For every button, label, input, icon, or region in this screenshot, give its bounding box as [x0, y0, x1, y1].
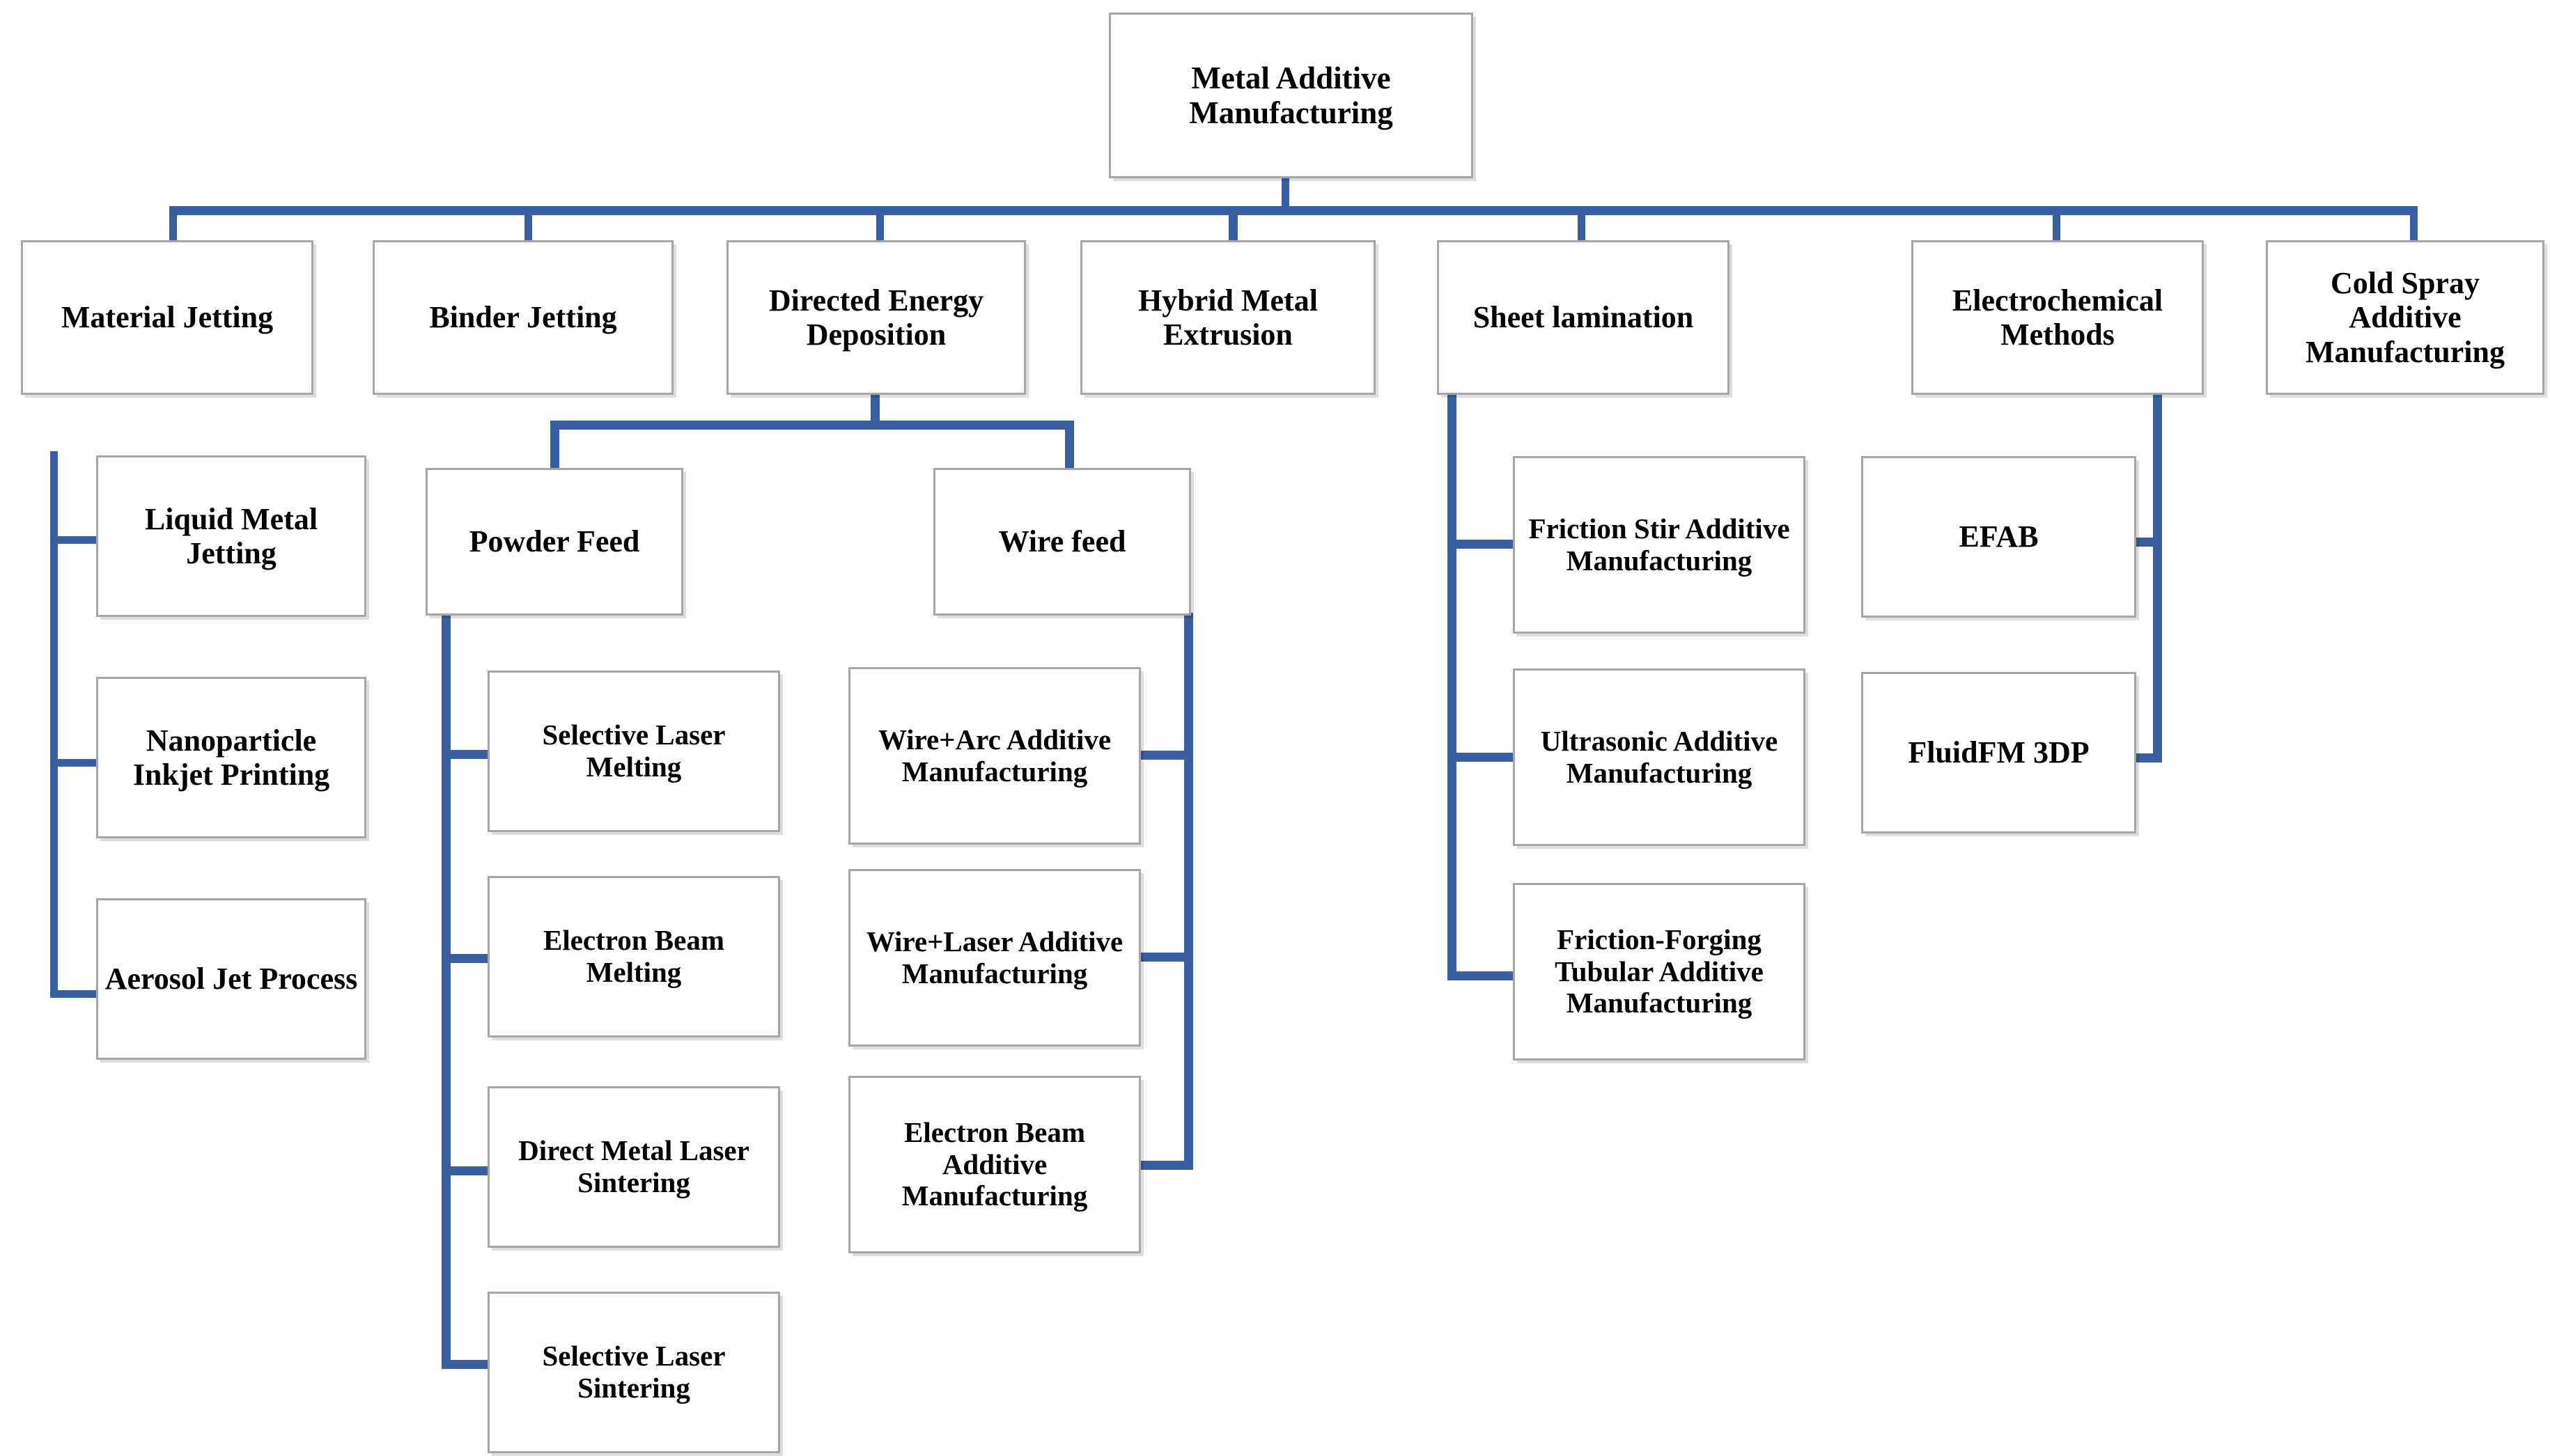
node-label: Liquid Metal Jetting	[144, 501, 318, 570]
node-label: Powder Feed	[469, 524, 640, 559]
node-label: Friction-Forging Tubular Additive Manufa…	[1555, 923, 1764, 1019]
node-label: Sheet lamination	[1472, 300, 1694, 335]
edge-stub-electron-beam-am	[1141, 1161, 1193, 1170]
edge-ded-stem	[871, 393, 880, 429]
node-cold-spray-additive-manufacturing[interactable]: Cold Spray Additive Manufacturing	[2266, 240, 2544, 395]
node-label: Material Jetting	[61, 300, 274, 335]
node-selective-laser-sintering[interactable]: Selective Laser Sintering	[488, 1292, 780, 1453]
node-metal-additive-manufacturing[interactable]: Metal Additive Manufacturing	[1109, 13, 1473, 178]
node-electron-beam-additive-manufacturing[interactable]: Electron Beam Additive Manufacturing	[848, 1076, 1141, 1253]
edge-drop-cold-spray	[2410, 206, 2418, 243]
node-binder-jetting[interactable]: Binder Jetting	[373, 240, 674, 395]
node-label: Wire+Arc Additive Manufacturing	[878, 723, 1112, 788]
edge-stub-selective-laser-melting	[442, 750, 489, 759]
node-fluidfm-3dp[interactable]: FluidFM 3DP	[1861, 672, 2136, 833]
node-label: Electron Beam Additive Manufacturing	[901, 1116, 1088, 1212]
node-wire-feed[interactable]: Wire feed	[933, 468, 1191, 616]
edge-drop-hybrid-extrusion	[1229, 206, 1238, 243]
node-nanoparticle-inkjet-printing[interactable]: Nanoparticle Inkjet Printing	[96, 677, 366, 838]
node-label: Binder Jetting	[429, 300, 617, 335]
edge-spine-powder-feed	[442, 613, 451, 1369]
edge-level1-bus	[169, 206, 2418, 215]
edge-stub-liquid-metal-jetting	[50, 536, 96, 544]
node-electrochemical-methods[interactable]: Electrochemical Methods	[1911, 240, 2204, 395]
node-label: Aerosol Jet Process	[104, 962, 358, 996]
edge-stub-friction-stir-am	[1447, 540, 1514, 549]
edge-drop-wire-feed	[1065, 421, 1074, 469]
node-hybrid-metal-extrusion[interactable]: Hybrid Metal Extrusion	[1080, 240, 1376, 395]
node-label: Wire feed	[998, 524, 1126, 559]
edge-drop-electrochemical	[2053, 206, 2060, 243]
node-label: Selective Laser Sintering	[542, 1340, 726, 1404]
edge-spine-sheet-lamination	[1447, 393, 1456, 980]
node-liquid-metal-jetting[interactable]: Liquid Metal Jetting	[96, 455, 366, 617]
node-label: Cold Spray Additive Manufacturing	[2306, 266, 2505, 369]
edge-drop-sheet-lamination	[1578, 206, 1585, 243]
edge-drop-powder-feed	[550, 421, 559, 469]
edge-root-stem	[1282, 178, 1289, 209]
node-sheet-lamination[interactable]: Sheet lamination	[1437, 240, 1729, 395]
node-ultrasonic-additive-manufacturing[interactable]: Ultrasonic Additive Manufacturing	[1513, 668, 1805, 846]
node-powder-feed[interactable]: Powder Feed	[426, 468, 683, 616]
node-label: Wire+Laser Additive Manufacturing	[866, 925, 1124, 989]
node-label: Hybrid Metal Extrusion	[1138, 283, 1318, 352]
edge-stub-nanoparticle-inkjet	[50, 759, 96, 767]
node-label: Friction Stir Additive Manufacturing	[1528, 512, 1790, 577]
node-label: EFAB	[1959, 519, 2039, 554]
edge-drop-material-jetting	[169, 206, 177, 243]
node-material-jetting[interactable]: Material Jetting	[21, 240, 313, 395]
node-direct-metal-laser-sintering[interactable]: Direct Metal Laser Sintering	[488, 1086, 780, 1248]
edge-stub-direct-metal-laser-sintering	[442, 1166, 489, 1175]
node-wire-laser-additive-manufacturing[interactable]: Wire+Laser Additive Manufacturing	[848, 869, 1141, 1047]
edge-drop-ded	[876, 206, 884, 243]
edge-spine-wire-feed	[1184, 613, 1193, 1170]
edge-stub-ultrasonic-am	[1447, 753, 1514, 762]
node-label: Electrochemical Methods	[1952, 283, 2163, 352]
edge-stub-wire-arc-am	[1141, 751, 1193, 760]
edge-stub-friction-forging-am	[1447, 971, 1514, 980]
node-friction-forging-tubular-additive-manufacturing[interactable]: Friction-Forging Tubular Additive Manufa…	[1513, 883, 1805, 1060]
node-label: Direct Metal Laser Sintering	[518, 1134, 749, 1198]
node-efab[interactable]: EFAB	[1861, 456, 2136, 618]
node-electron-beam-melting[interactable]: Electron Beam Melting	[488, 876, 780, 1038]
node-directed-energy-deposition[interactable]: Directed Energy Deposition	[726, 240, 1026, 395]
node-label: Selective Laser Melting	[542, 719, 726, 783]
edge-spine-electrochemical	[2153, 393, 2162, 762]
node-label: Metal Additive Manufacturing	[1189, 60, 1393, 130]
edge-stub-wire-laser-am	[1141, 953, 1193, 962]
edge-drop-binder-jetting	[524, 206, 532, 243]
node-friction-stir-additive-manufacturing[interactable]: Friction Stir Additive Manufacturing	[1513, 456, 1805, 634]
edge-spine-material-jetting	[50, 451, 58, 998]
node-label: Directed Energy Deposition	[768, 283, 984, 352]
node-aerosol-jet-process[interactable]: Aerosol Jet Process	[96, 898, 366, 1060]
edge-stub-electron-beam-melting	[442, 954, 489, 963]
edge-ded-bus	[550, 421, 1074, 430]
edge-stub-selective-laser-sintering	[442, 1360, 489, 1369]
node-label: Nanoparticle Inkjet Printing	[132, 723, 330, 792]
node-label: Ultrasonic Additive Manufacturing	[1540, 724, 1778, 789]
node-wire-arc-additive-manufacturing[interactable]: Wire+Arc Additive Manufacturing	[848, 667, 1141, 845]
node-label: FluidFM 3DP	[1908, 735, 2090, 770]
node-label: Electron Beam Melting	[543, 924, 724, 988]
edge-stub-aerosol-jet	[50, 990, 96, 998]
node-selective-laser-melting[interactable]: Selective Laser Melting	[488, 671, 780, 832]
